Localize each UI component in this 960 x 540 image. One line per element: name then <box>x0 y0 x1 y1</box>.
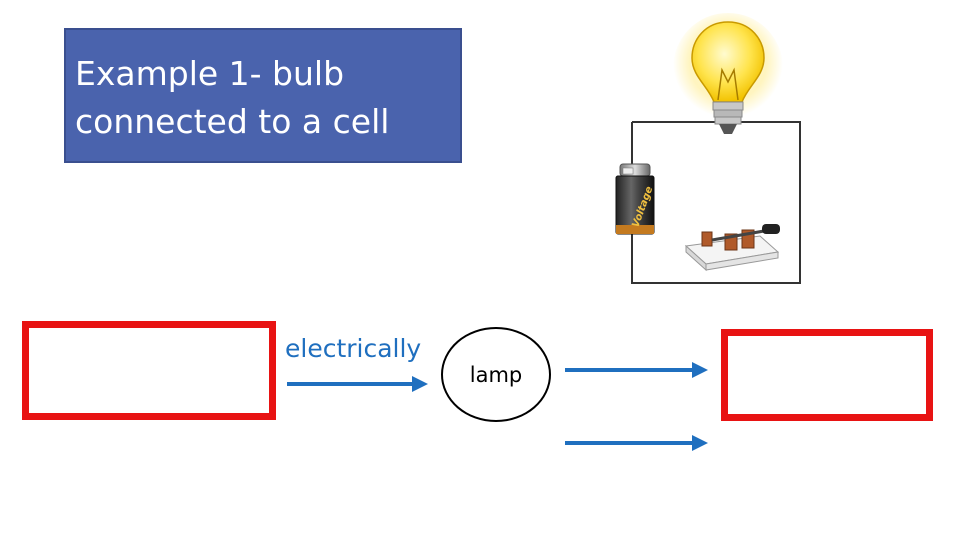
arrow-output-2 <box>565 435 708 451</box>
light-bulb-icon <box>673 13 783 134</box>
title-line-1: Example 1- bulb <box>75 54 345 93</box>
battery-cell-icon: Voltage <box>615 163 656 235</box>
flow-arrows <box>287 362 708 451</box>
lamp-node: lamp <box>441 327 551 422</box>
title-box: Example 1- bulb connected to a cell <box>64 28 462 163</box>
energy-output-box <box>721 329 933 421</box>
title-line-2: connected to a cell <box>75 102 390 141</box>
arrow-input <box>287 376 428 392</box>
switch-icon <box>684 224 780 272</box>
lamp-label: lamp <box>469 362 523 387</box>
energy-input-box <box>22 321 276 420</box>
input-energy-label: electrically <box>285 334 422 363</box>
arrow-output-1 <box>565 362 708 378</box>
